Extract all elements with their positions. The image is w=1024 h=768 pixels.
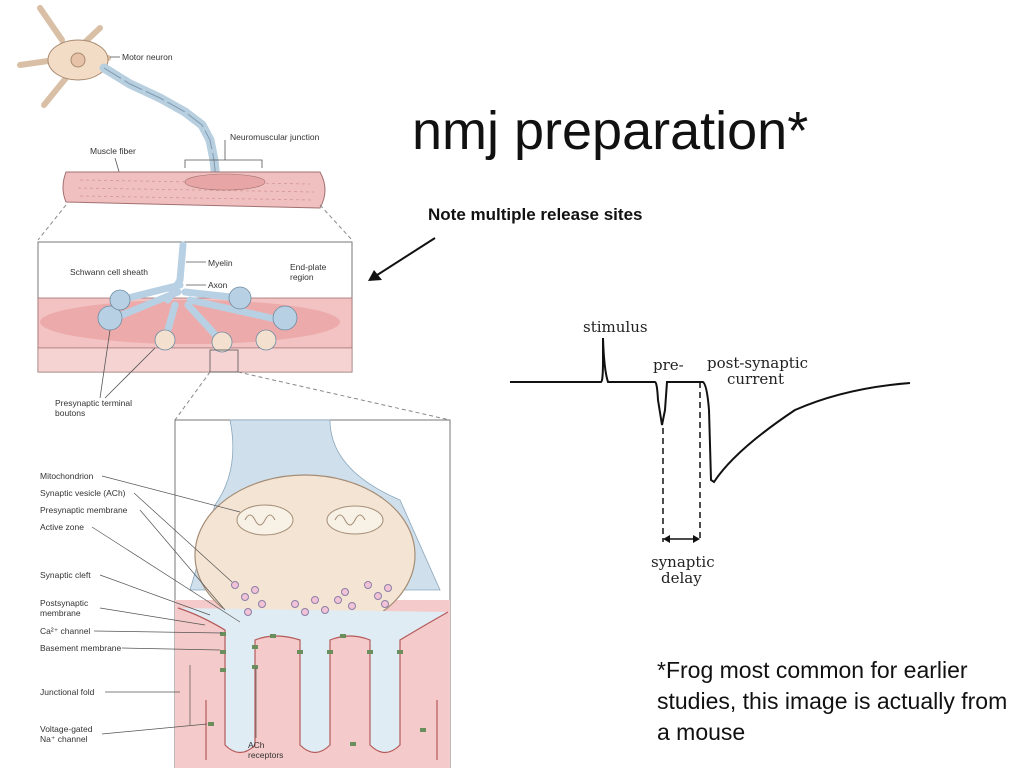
footnote-text: *Frog most common for earlier studies, t…: [657, 657, 1008, 745]
label-endplate-1: End-plate: [290, 262, 327, 272]
label-pre: pre-: [653, 356, 684, 374]
motor-neuron-illustration: [17, 5, 221, 185]
current-trace: [510, 337, 911, 484]
membrane-channels: [208, 632, 426, 746]
label-synaptic: synaptic: [651, 553, 715, 571]
label-neuromuscular-junction: Neuromuscular junction: [230, 132, 320, 142]
label-myelin: Myelin: [208, 258, 233, 268]
label-endplate-2: region: [290, 272, 314, 282]
label-postsynaptic-2: membrane: [40, 608, 81, 618]
delay-right-arrow-icon: [693, 535, 700, 543]
synaptic-vesicles: [231, 581, 392, 616]
arrowhead-icon: [368, 270, 382, 281]
endplate-illustration: [37, 241, 353, 373]
label-postsynaptic-1: Postsynaptic: [40, 598, 89, 608]
label-schwann-sheath: Schwann cell sheath: [70, 267, 148, 277]
label-ca-channel: Ca²⁺ channel: [40, 626, 90, 636]
label-ach-receptors-2: receptors: [248, 750, 283, 760]
label-na-channel-1: Voltage-gated: [40, 724, 93, 734]
note-arrow: [368, 237, 436, 281]
label-current: current: [727, 370, 784, 388]
detail-labels: Mitochondrion Synaptic vesicle (ACh) Pre…: [40, 471, 283, 760]
label-muscle-fiber: Muscle fiber: [90, 146, 136, 156]
delay-left-arrow-icon: [663, 535, 670, 543]
label-presynaptic-membrane: Presynaptic membrane: [40, 505, 128, 515]
slide-title: nmj preparation*: [412, 101, 809, 161]
label-ach-receptors-1: ACh: [248, 740, 265, 750]
label-boutons-2: boutons: [55, 408, 85, 418]
label-stimulus: stimulus: [583, 318, 648, 336]
label-synaptic-cleft: Synaptic cleft: [40, 570, 91, 580]
label-delay: delay: [661, 569, 702, 587]
label-motor-neuron: Motor neuron: [122, 52, 173, 62]
nmj-diagram: Motor neuron Neuromuscular junction Musc…: [17, 5, 451, 768]
label-basement-membrane: Basement membrane: [40, 643, 122, 653]
synapse-detail-illustration: [174, 419, 451, 768]
label-na-channel-2: Na⁺ channel: [40, 734, 88, 744]
label-axon: Axon: [208, 280, 228, 290]
synaptic-trace: stimulus pre- post-synaptic current syna…: [510, 318, 911, 587]
label-active-zone: Active zone: [40, 522, 84, 532]
label-synaptic-vesicle: Synaptic vesicle (ACh): [40, 488, 126, 498]
muscle-fiber-illustration: [62, 171, 326, 209]
note-text: Note multiple release sites: [428, 205, 643, 224]
label-post-synaptic: post-synaptic: [707, 354, 808, 372]
label-boutons-1: Presynaptic terminal: [55, 398, 132, 408]
label-mitochondrion: Mitochondrion: [40, 471, 94, 481]
label-junctional-fold: Junctional fold: [40, 687, 95, 697]
